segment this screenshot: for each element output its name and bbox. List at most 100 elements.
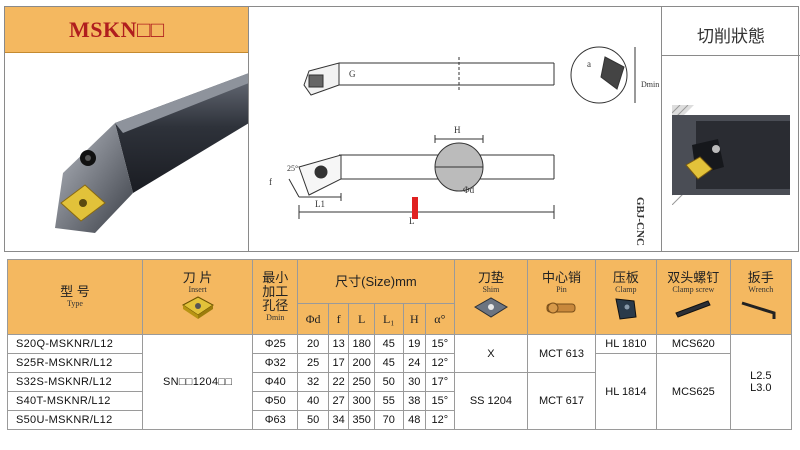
cell-l: 200: [348, 353, 375, 373]
cutting-state-box: 切削狀態: [661, 7, 800, 251]
cell-f: 22: [327, 372, 350, 392]
pin-icon: [546, 302, 576, 313]
cell-alpha: 12°: [425, 353, 455, 373]
boring-bar-photo: [55, 73, 248, 233]
table-row: S32S-MSKNR/L12 Φ40 32 22 250 50 30 17° S…: [7, 372, 792, 430]
title-bar: MSKN□□: [5, 7, 248, 53]
cell-pin: MCT 613: [527, 334, 596, 373]
cell-d: 50: [297, 410, 329, 430]
table-row: S25R-MSKNR/L12 Φ32 25 17 200 45 24 12° H…: [7, 353, 792, 430]
col-wrench-cn: 扳手: [747, 269, 774, 285]
wrench-icon: [741, 301, 776, 319]
col-dmin-l2: 加工: [262, 284, 289, 299]
cell-shim: X: [453, 334, 529, 373]
cell-l1: 70: [373, 410, 404, 430]
cell-clamp: HL 1814: [594, 353, 658, 430]
col-pin-cn: 中心销: [541, 269, 581, 285]
cell-wrench: L2.5 L3.0: [729, 334, 793, 430]
col-alpha: α°: [425, 303, 455, 335]
table-row: S50U-MSKNR/L12 Φ63 50 34 350 70 48 12°: [7, 410, 792, 430]
cell-dmin: Φ32: [252, 353, 299, 373]
cell-l1: 45: [373, 353, 404, 373]
col-type-cn: 型 号: [60, 284, 90, 299]
cell-d: 20: [297, 334, 329, 354]
col-dmin-l3: 孔径: [262, 298, 289, 313]
cell-f: 13: [327, 334, 350, 354]
cell-f: 34: [327, 410, 350, 430]
col-wrench: 扳手 Wrench: [729, 259, 793, 335]
cutting-state-title: 切削狀態: [697, 27, 765, 46]
divider: [662, 55, 800, 56]
cell-l1: 50: [373, 372, 404, 392]
col-clamp-en: Clamp: [615, 284, 637, 294]
label-alpha: a: [587, 59, 591, 69]
col-size-group: 尺寸(Size)mm: [297, 259, 455, 304]
cell-type: S50U-MSKNR/L12: [7, 410, 143, 430]
watermark-text: GBJ-CNC: [634, 197, 646, 246]
cutting-state-photo: [672, 105, 790, 205]
cell-type: S20Q-MSKNR/L12: [7, 334, 143, 354]
col-dmin-en: Dmin: [266, 313, 285, 322]
cell-h: 24: [402, 353, 427, 373]
col-clamp-cn: 压板: [612, 269, 639, 285]
wrench-size-1: L2.5: [750, 370, 772, 382]
cell-type: S32S-MSKNR/L12: [7, 372, 143, 392]
cell-dmin: Φ40: [252, 372, 299, 392]
col-insert-cn: 刀 片: [182, 269, 213, 285]
clamp-icon: [615, 297, 637, 320]
cell-clamp: HL 1810: [594, 334, 658, 354]
red-marker-top: [412, 197, 418, 219]
col-insert: 刀 片 Insert: [141, 259, 254, 335]
cell-l1: 55: [373, 391, 404, 411]
label-angle: 25°: [287, 164, 298, 173]
cell-clamp-screw: MCS625: [656, 353, 731, 430]
label-f: f: [269, 177, 272, 187]
cell-h: 19: [402, 334, 427, 354]
cell-l: 180: [348, 334, 375, 354]
col-clamp-screw-cn: 双头螺钉: [667, 269, 720, 285]
insert-icon: [181, 295, 214, 319]
wrench-size-2: L3.0: [750, 382, 772, 394]
col-type-en: Type: [67, 299, 83, 308]
label-l: L: [409, 216, 415, 226]
col-h: H: [402, 303, 427, 335]
cell-f: 17: [327, 353, 350, 373]
col-l: L: [348, 303, 375, 335]
shim-icon: [473, 296, 508, 318]
cell-l1: 45: [373, 334, 404, 354]
label-g: G: [349, 69, 356, 79]
col-f: f: [327, 303, 350, 335]
col-l1: L₁: [373, 303, 404, 335]
cell-f: 27: [327, 391, 350, 411]
col-clamp-screw: 双头螺钉 Clamp screw: [656, 259, 731, 335]
col-clamp-screw-en: Clamp screw: [672, 284, 715, 294]
cell-alpha: 15°: [425, 334, 455, 354]
table-row: S20Q-MSKNR/L12 SN□□1204□□ Φ25 20 13 180 …: [7, 334, 793, 430]
cell-alpha: 12°: [425, 410, 455, 430]
col-shim-cn: 刀垫: [477, 269, 504, 285]
product-box: MSKN□□: [5, 7, 249, 251]
cell-d: 25: [297, 353, 329, 373]
technical-drawing: G a Dmin H f 25° L1 L Φd GBJ-CNC: [249, 7, 661, 261]
spec-table: 型 号 Type 刀 片 Insert 最小 加工 孔径 Dmin 尺寸(Siz…: [7, 259, 793, 430]
col-phid: Φd: [297, 303, 329, 335]
cell-h: 38: [402, 391, 427, 411]
cell-dmin: Φ50: [252, 391, 299, 411]
cell-d: 32: [297, 372, 329, 392]
cell-dmin: Φ63: [252, 410, 299, 430]
cell-pin: MCT 617: [527, 372, 596, 430]
col-dmin: 最小 加工 孔径 Dmin: [252, 259, 299, 335]
cell-d: 40: [297, 391, 329, 411]
cell-h: 48: [402, 410, 427, 430]
col-type: 型 号 Type: [7, 259, 143, 335]
col-clamp: 压板 Clamp: [594, 259, 658, 335]
cell-shim: SS 1204: [453, 372, 529, 430]
cell-l: 300: [348, 391, 375, 411]
col-dmin-l1: 最小: [262, 270, 289, 285]
cell-l: 250: [348, 372, 375, 392]
top-panel: MSKN□□: [4, 6, 800, 261]
label-phid: Φd: [463, 185, 475, 195]
col-pin-en: Pin: [556, 284, 567, 294]
clamp-screw-icon: [675, 299, 712, 318]
col-shim: 刀垫 Shim: [453, 259, 529, 335]
